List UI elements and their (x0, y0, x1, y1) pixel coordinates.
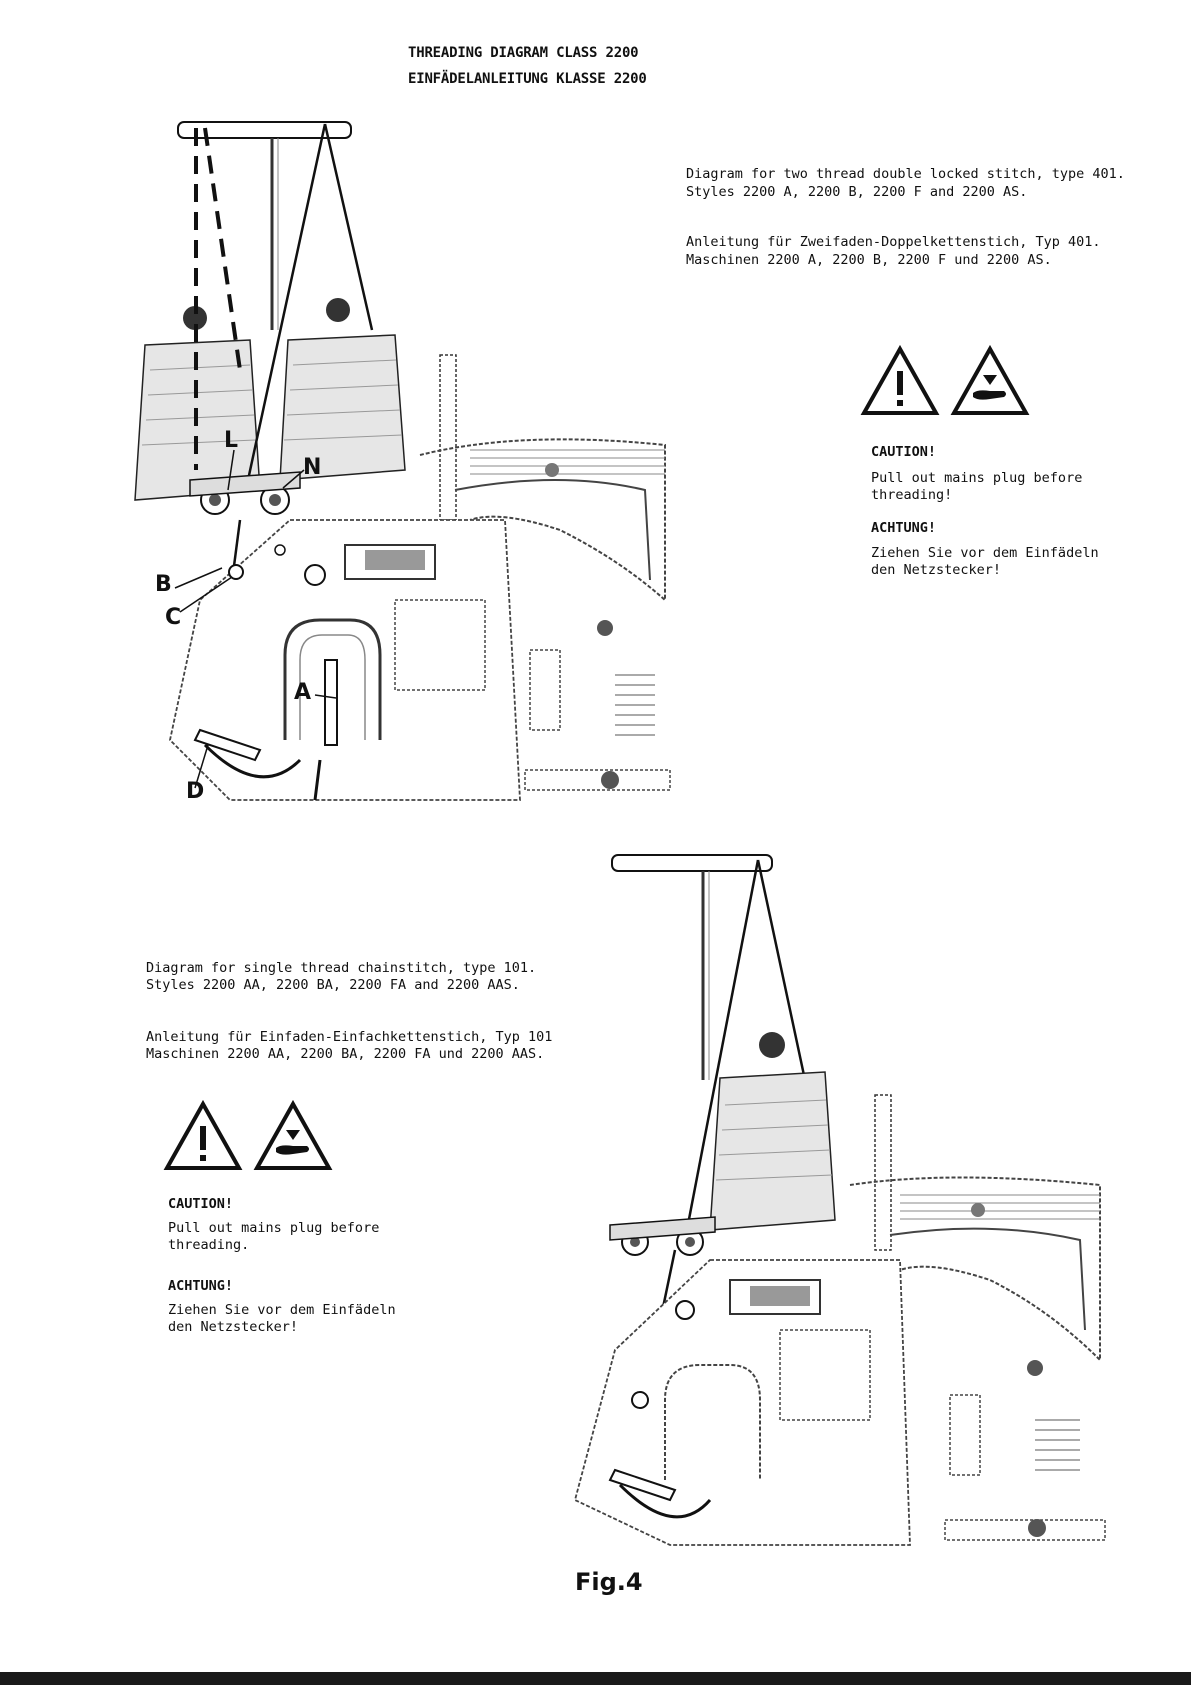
section-401-achtung-line1: Ziehen Sie vor dem Einfädeln (871, 545, 1099, 561)
section-101-caution-line1: Pull out mains plug before (168, 1220, 380, 1236)
callout-D: D (186, 779, 205, 804)
section-101-de-line1: Anleitung für Einfaden-Einfachkettenstic… (146, 1029, 553, 1045)
section-401-en-line1: Diagram for two thread double locked sti… (686, 166, 1125, 182)
section-401-de-line1: Anleitung für Zweifaden-Doppelkettenstic… (686, 234, 1101, 250)
section-401-caution-title: CAUTION! (871, 444, 937, 460)
section-401-achtung-line2: den Netzstecker! (871, 562, 1002, 578)
section-401-de-line2: Maschinen 2200 A, 2200 B, 2200 F und 220… (686, 252, 1052, 268)
warning-icons-401 (860, 344, 1030, 415)
section-101-en-line2: Styles 2200 AA, 2200 BA, 2200 FA and 220… (146, 977, 520, 993)
section-101-achtung-line1: Ziehen Sie vor dem Einfädeln (168, 1302, 396, 1318)
section-101-de-line2: Maschinen 2200 AA, 2200 BA, 2200 FA und … (146, 1046, 545, 1062)
callout-N: N (303, 455, 322, 480)
section-101-achtung-title: ACHTUNG! (168, 1278, 234, 1294)
header-title-de: EINFÄDELANLEITUNG KLASSE 2200 (408, 71, 647, 87)
section-401-achtung-title: ACHTUNG! (871, 520, 937, 536)
callout-C: C (165, 605, 182, 630)
section-101-caution-line2: threading. (168, 1237, 250, 1253)
warning-icons-101 (163, 1099, 333, 1170)
section-101-caution-title: CAUTION! (168, 1196, 234, 1212)
section-101-en-line1: Diagram for single thread chainstitch, t… (146, 960, 537, 976)
callout-L: L (224, 428, 239, 453)
hand-hazard-icon (253, 1099, 333, 1170)
warning-exclamation-icon (163, 1099, 243, 1170)
header-title-en: THREADING DIAGRAM CLASS 2200 (408, 45, 639, 61)
section-401-en-line2: Styles 2200 A, 2200 B, 2200 F and 2200 A… (686, 184, 1028, 200)
machine-diagram-401 (134, 121, 671, 801)
scan-bottom-edge (0, 1672, 1191, 1685)
callout-B: B (155, 572, 172, 597)
hand-hazard-icon (950, 344, 1030, 415)
figure-label: Fig.4 (575, 1568, 643, 1596)
callout-A: A (294, 680, 312, 705)
machine-diagram-101 (573, 854, 1106, 1546)
section-401-caution-line2: threading! (871, 487, 953, 503)
section-401-caution-line1: Pull out mains plug before (871, 470, 1083, 486)
section-101-achtung-line2: den Netzstecker! (168, 1319, 299, 1335)
warning-exclamation-icon (860, 344, 940, 415)
